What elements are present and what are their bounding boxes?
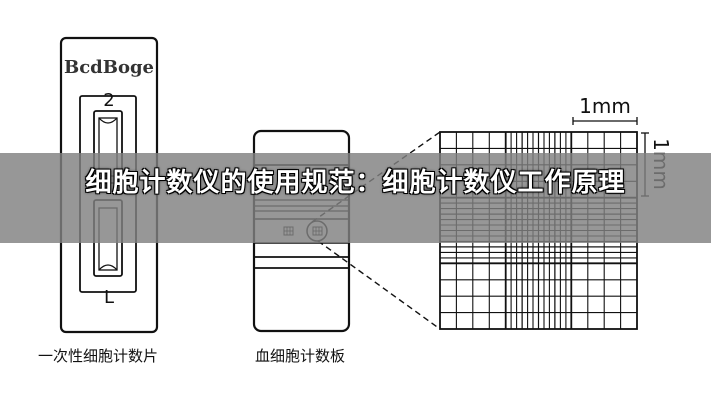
middle-device-caption: 血细胞计数板: [255, 347, 346, 365]
zoom-connector-top: [311, 131, 441, 223]
banner-title: 细胞计数仪的使用规范：细胞计数仪工作原理: [85, 168, 626, 198]
scale-label-horizontal: 1mm: [579, 94, 631, 118]
lower-chamber-notch: [98, 264, 118, 271]
left-device-caption: 一次性细胞计数片: [38, 347, 159, 365]
title-banner: [0, 153, 711, 243]
scale-bar-horizontal: [572, 117, 638, 125]
slide-top-label: 2: [103, 90, 114, 111]
zoom-connector-bottom: [317, 240, 441, 330]
slide-brand-logo: BcdBoge: [64, 57, 154, 78]
slide-bottom-label: L: [104, 287, 114, 308]
upper-chamber-notch: [98, 117, 118, 124]
